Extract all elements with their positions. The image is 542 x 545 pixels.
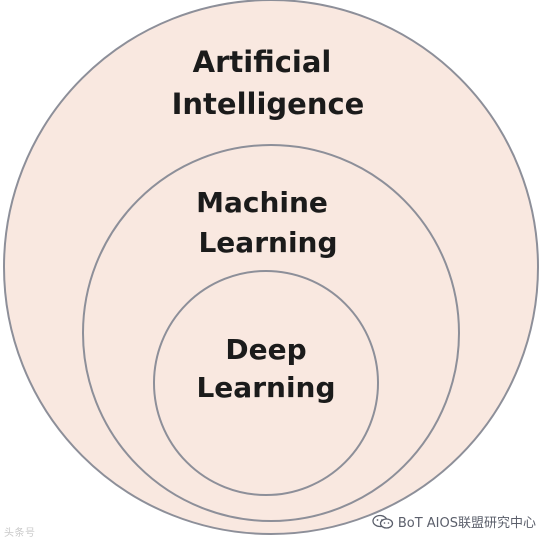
ai-label-line1: Artificial xyxy=(193,45,332,79)
wechat-icon xyxy=(372,514,394,530)
watermark-right: BoT AIOS联盟研究中心 xyxy=(372,512,536,531)
dl-label-line1: Deep xyxy=(225,333,306,366)
ml-label-line1: Machine xyxy=(196,186,328,219)
ml-label-line2: Learning xyxy=(198,226,337,259)
ai-label-line2: Intelligence xyxy=(172,87,365,121)
dl-label-line2: Learning xyxy=(196,371,335,404)
inner-circle-dl xyxy=(153,270,379,496)
watermark-left: 头条号 xyxy=(4,528,36,539)
watermark-right-text: BoT AIOS联盟研究中心 xyxy=(397,516,536,531)
